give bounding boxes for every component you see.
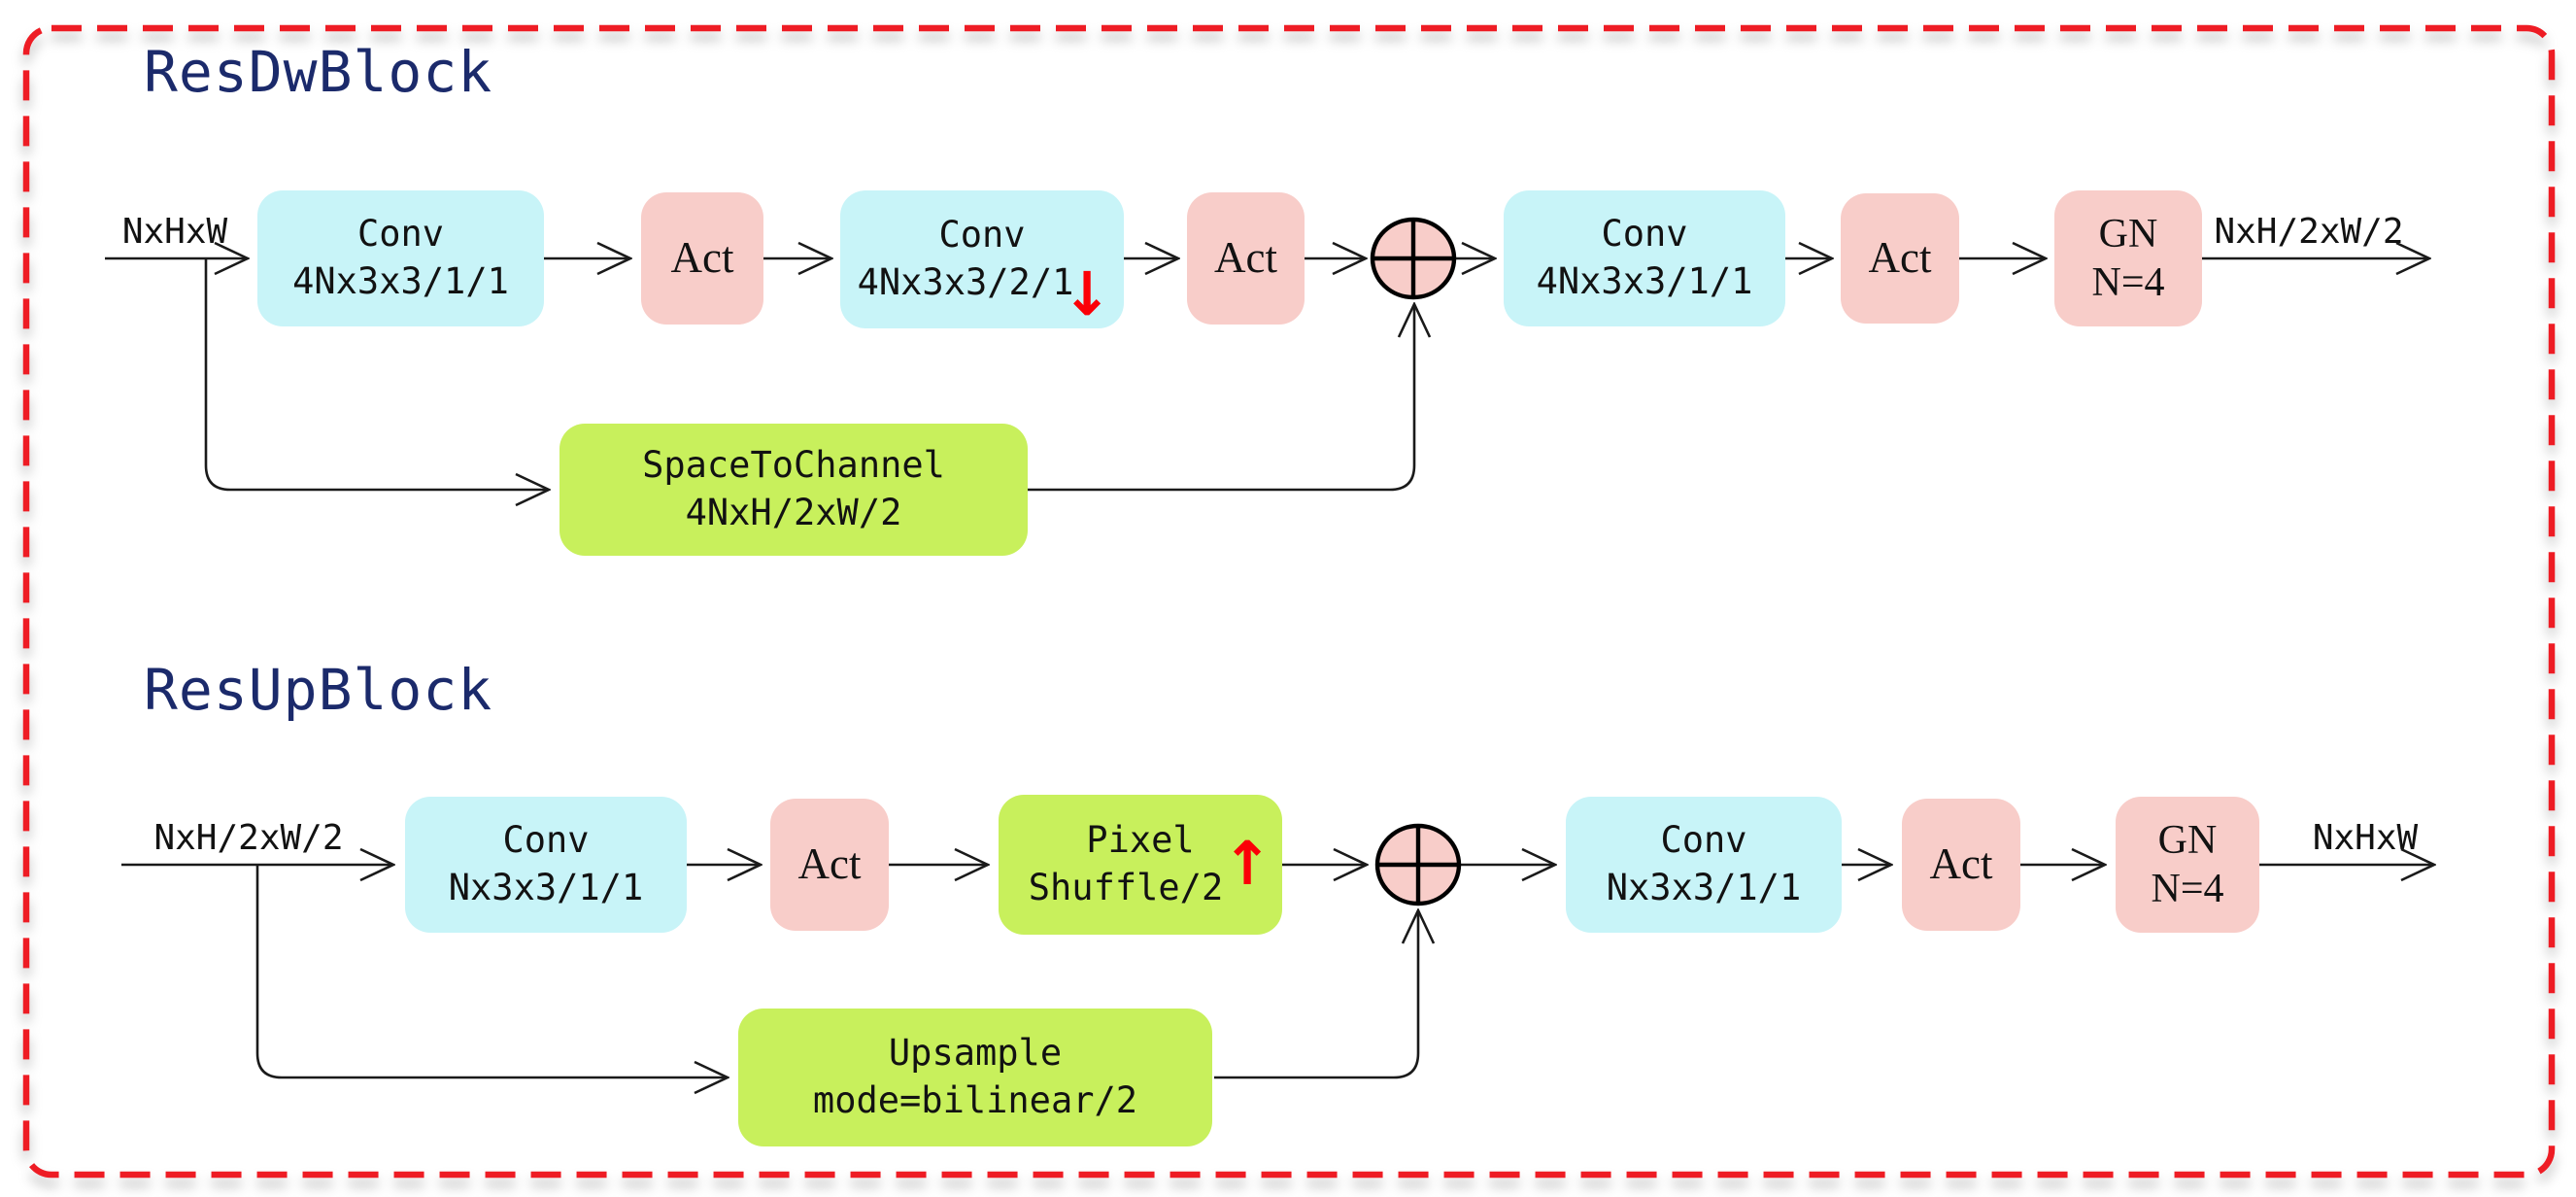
node-params: Nx3x3/1/1 bbox=[448, 867, 644, 908]
node-title: Conv bbox=[938, 214, 1026, 256]
node-title: GN bbox=[2098, 211, 2158, 256]
resdw-gn-node: GN N=4 bbox=[2054, 190, 2202, 326]
resup-act2-node: Act bbox=[1902, 799, 2020, 931]
node-params: 4Nx3x3/1/1 bbox=[292, 260, 509, 302]
node-title: Act bbox=[1214, 233, 1277, 283]
node-params: N=4 bbox=[2151, 867, 2224, 911]
node-params: 4Nx3x3/1/1 bbox=[1536, 260, 1753, 302]
resup-act1-node: Act bbox=[770, 799, 889, 931]
resup-conv1-node: Conv Nx3x3/1/1 bbox=[405, 797, 687, 933]
resup-input-label: NxH/2xW/2 bbox=[153, 818, 344, 858]
resdw-title: ResDwBlock bbox=[144, 39, 493, 105]
resup-upsample-node: Upsample mode=bilinear/2 bbox=[738, 1009, 1212, 1146]
resdw-conv1-node: Conv 4Nx3x3/1/1 bbox=[257, 190, 544, 326]
node-params: 4Nx3x3/2/1 bbox=[857, 261, 1074, 303]
resdw-wires bbox=[105, 258, 2428, 490]
node-params: mode=bilinear/2 bbox=[812, 1079, 1138, 1121]
node-title: Act bbox=[797, 839, 862, 889]
resdw-input-label: NxHxW bbox=[121, 212, 228, 252]
resup-wires bbox=[121, 865, 2433, 1077]
node-title: Pixel bbox=[1086, 819, 1195, 862]
add-icon bbox=[1374, 823, 1462, 906]
node-title: Conv bbox=[502, 819, 590, 862]
resdw-conv2-node: Conv 4Nx3x3/2/1 ↓ bbox=[840, 190, 1124, 328]
node-title: SpaceToChannel bbox=[642, 444, 945, 487]
node-title: Act bbox=[1868, 233, 1932, 283]
node-title: Act bbox=[670, 233, 734, 283]
resdw-output-label: NxH/2xW/2 bbox=[2214, 212, 2404, 252]
add-icon bbox=[1370, 217, 1457, 300]
resdw-conv3-node: Conv 4Nx3x3/1/1 bbox=[1504, 190, 1785, 326]
node-params: 4NxH/2xW/2 bbox=[685, 492, 902, 533]
node-params: N=4 bbox=[2091, 260, 2165, 305]
node-title: Act bbox=[1929, 839, 1993, 889]
resup-gn-node: GN N=4 bbox=[2116, 797, 2259, 933]
node-title: Upsample bbox=[888, 1032, 1063, 1075]
resdw-act3-node: Act bbox=[1841, 193, 1959, 324]
node-title: Conv bbox=[356, 213, 445, 256]
upsample-arrow-icon: ↑ bbox=[1222, 828, 1272, 899]
node-params: Shuffle/2 bbox=[1028, 867, 1224, 908]
node-title: Conv bbox=[1660, 819, 1747, 862]
resup-output-label: NxHxW bbox=[2312, 818, 2419, 858]
node-title: Conv bbox=[1601, 213, 1688, 256]
resdw-act2-node: Act bbox=[1187, 192, 1305, 325]
node-title: GN bbox=[2157, 817, 2218, 863]
resdw-spacetochannel-node: SpaceToChannel 4NxH/2xW/2 bbox=[559, 424, 1028, 556]
downsample-arrow-icon: ↓ bbox=[1062, 258, 1112, 329]
node-params: Nx3x3/1/1 bbox=[1606, 867, 1802, 908]
resup-title: ResUpBlock bbox=[144, 657, 493, 723]
dashed-frame bbox=[22, 24, 2556, 1179]
resdw-act1-node: Act bbox=[641, 192, 763, 325]
resup-pixelshuffle-node: Pixel Shuffle/2 ↑ bbox=[999, 795, 1282, 935]
resup-conv2-node: Conv Nx3x3/1/1 bbox=[1566, 797, 1842, 933]
